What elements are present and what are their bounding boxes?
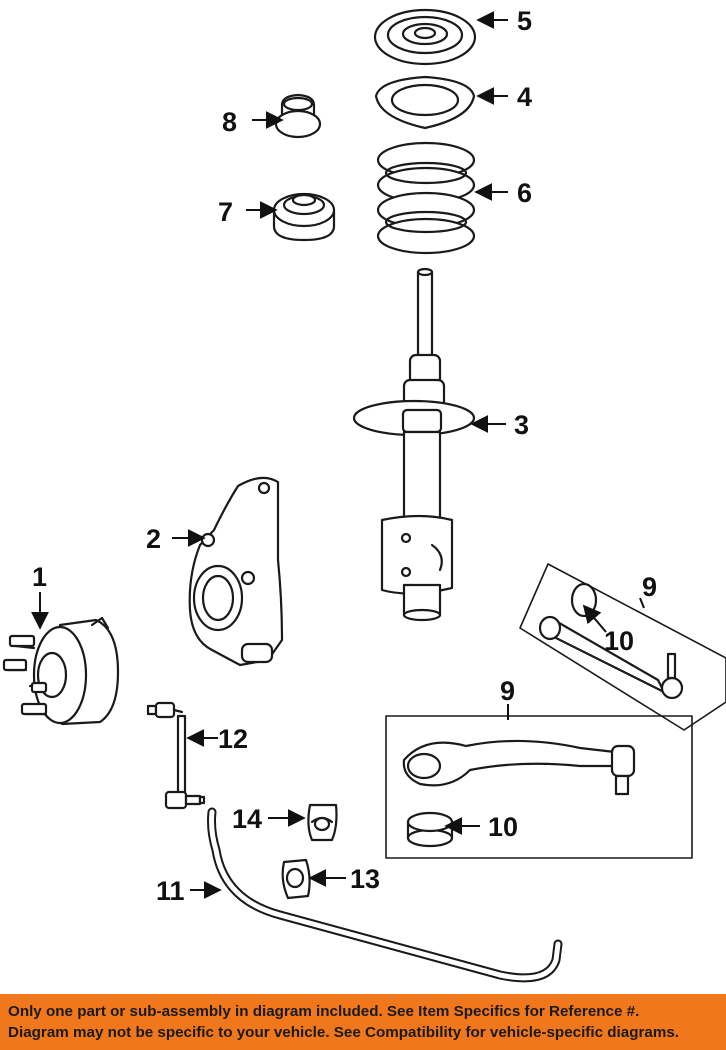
callout-3: 3 [514, 410, 529, 440]
callout-8: 8 [222, 107, 237, 137]
callout-13: 13 [350, 864, 380, 894]
part-9-lower-control-arm [385, 715, 693, 859]
part-1-wheel-hub [2, 616, 120, 726]
part-5-upper-isolator [373, 8, 477, 66]
callout-5: 5 [517, 6, 532, 36]
disclaimer-line-2: Diagram may not be specific to your vehi… [8, 1024, 679, 1041]
callout-1: 1 [32, 562, 47, 592]
callout-6: 6 [517, 178, 532, 208]
parts-diagram: 5 4 6 3 8 7 2 1 9 10 9 10 12 14 13 11 [2, 6, 726, 983]
part-8-jounce-bumper [274, 93, 322, 139]
part-7-strut-mount [272, 192, 336, 242]
callout-9-lower: 9 [500, 676, 515, 706]
callout-10-upper: 10 [604, 626, 634, 656]
callout-2: 2 [146, 524, 161, 554]
callout-4: 4 [517, 82, 532, 112]
callout-12: 12 [218, 724, 248, 754]
part-6-coil-spring [376, 141, 476, 255]
callout-7: 7 [218, 197, 233, 227]
disclaimer-line-1: Only one part or sub-assembly in diagram… [8, 1003, 640, 1020]
part-14-bushing [307, 803, 338, 842]
callout-11: 11 [156, 876, 185, 906]
disclaimer-banner: Only one part or sub-assembly in diagram… [0, 994, 726, 1050]
part-2-knuckle [188, 476, 284, 667]
part-3-strut [352, 267, 476, 622]
part-4-spring-seat [374, 75, 476, 130]
callout-10-lower: 10 [488, 812, 518, 842]
part-13-bushing [281, 858, 311, 900]
part-11-stabilizer-bar [207, 807, 563, 983]
part-12-stabilizer-link [146, 701, 206, 810]
callout-14: 14 [232, 804, 262, 834]
callout-arrows [31, 11, 645, 899]
callout-9-upper: 9 [642, 572, 657, 602]
